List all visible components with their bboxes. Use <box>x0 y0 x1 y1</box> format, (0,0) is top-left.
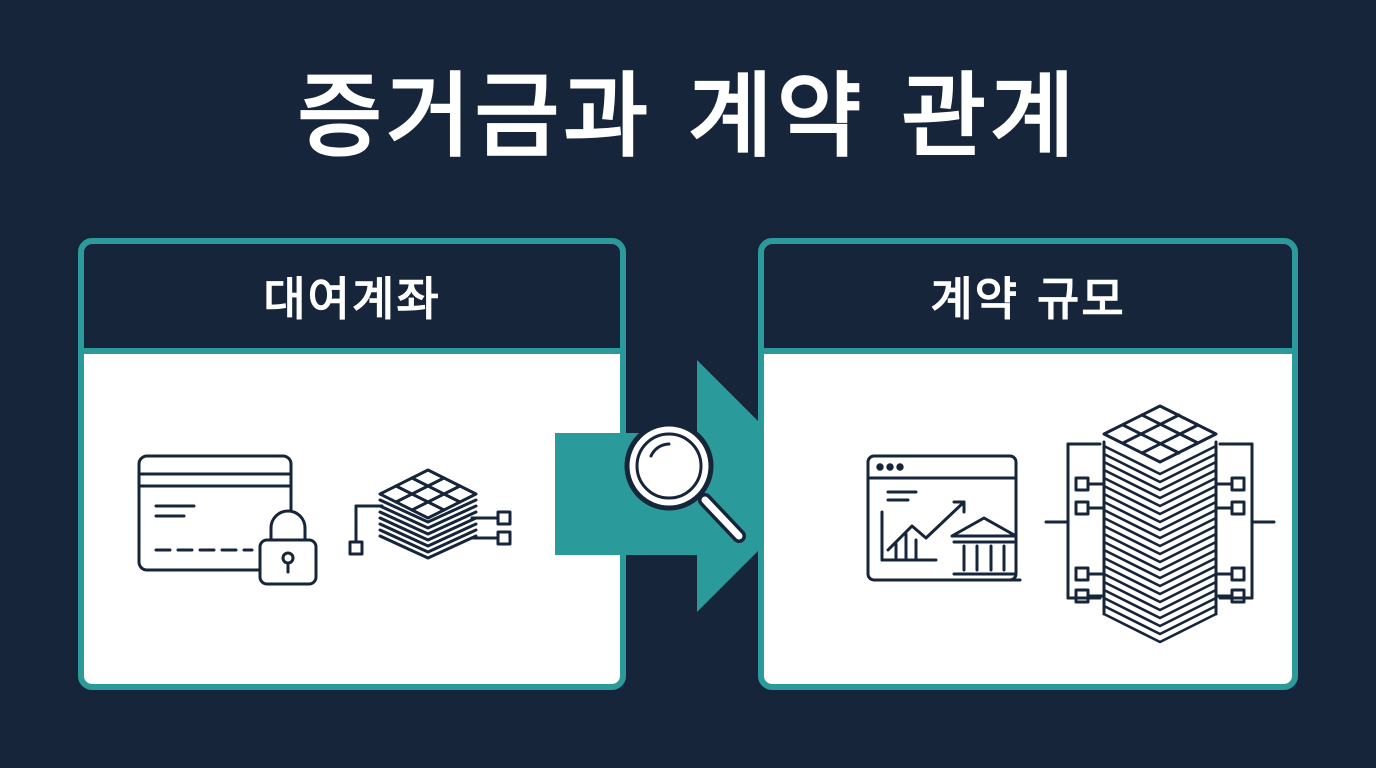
trading-chart-window-icon <box>866 454 1018 582</box>
bank-icon <box>946 516 1022 582</box>
left-panel: 대여계좌 <box>78 238 626 690</box>
connector <box>555 360 823 612</box>
right-panel-icons <box>866 404 1276 644</box>
right-panel: 계약 규모 <box>758 238 1298 690</box>
page-title: 증거금과 계약 관계 <box>297 63 1079 170</box>
right-panel-header: 계약 규모 <box>764 244 1292 354</box>
server-rack-icon <box>1044 404 1276 644</box>
left-panel-header: 대여계좌 <box>84 244 620 354</box>
magnifier-icon <box>624 421 746 543</box>
lock-icon <box>258 509 318 586</box>
left-panel-icons <box>137 454 512 586</box>
chip-stack-icon <box>348 468 512 560</box>
